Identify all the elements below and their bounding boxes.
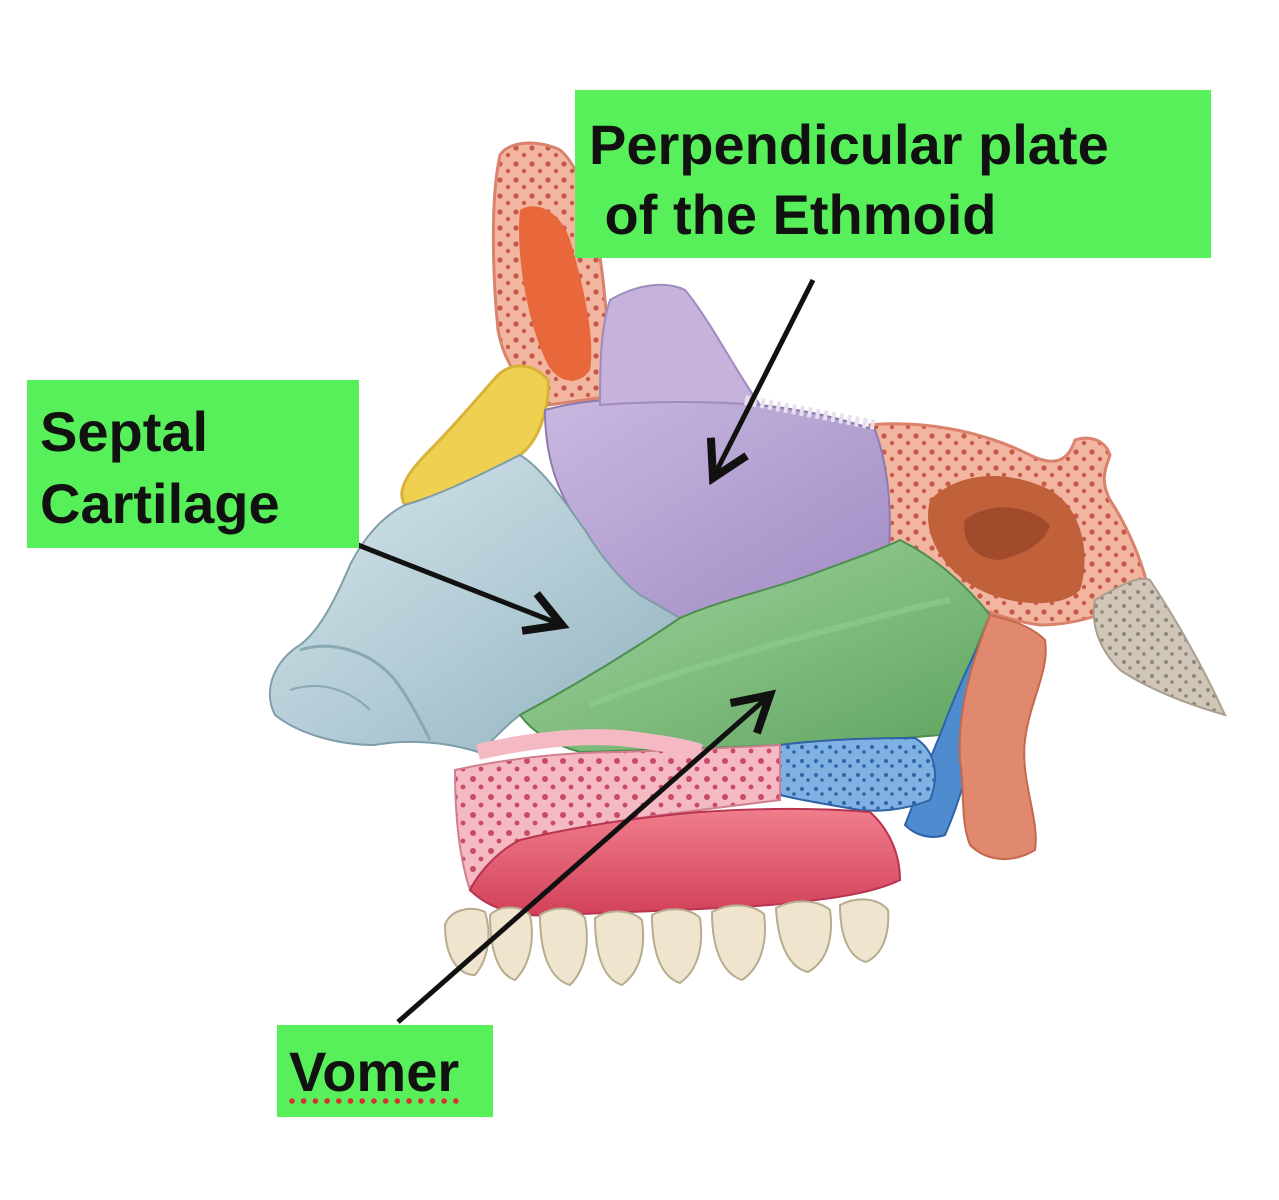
palatine-horizontal-plate (779, 736, 936, 812)
teeth (443, 898, 890, 987)
label-vomer: Vomer (277, 1025, 493, 1117)
nasal-ala-curve-2 (289, 685, 371, 711)
sphenoid-rostrum (1092, 577, 1227, 717)
sphenoid-sinus-highlight (964, 507, 1050, 560)
label-septal-cartilage: Septal Cartilage (27, 380, 359, 548)
ethmoid-crista-galli (598, 283, 763, 407)
pterygoid-process (958, 613, 1047, 861)
label-vomer-text: Vomer (289, 1040, 460, 1103)
vomer-groove (588, 597, 951, 708)
label-ethmoid-line-2: of the Ethmoid (589, 183, 997, 246)
label-septal-line-1: Septal (40, 400, 209, 463)
arrow-vomer (396, 689, 777, 1024)
label-ethmoid-line-1: Perpendicular plate (589, 113, 1109, 176)
gingiva (468, 808, 902, 917)
arrow-septal-cartilage (357, 542, 570, 635)
maxilla-crest (476, 729, 703, 760)
nasal-ala-curve (299, 644, 432, 741)
label-perpendicular-plate-ethmoid: Perpendicular plate of the Ethmoid (575, 90, 1211, 258)
label-septal-line-2: Cartilage (40, 472, 280, 535)
arrow-perpendicular-plate (706, 278, 816, 486)
frontal-sinus (519, 206, 592, 381)
ethmoid-cribriform-edge (744, 395, 876, 430)
